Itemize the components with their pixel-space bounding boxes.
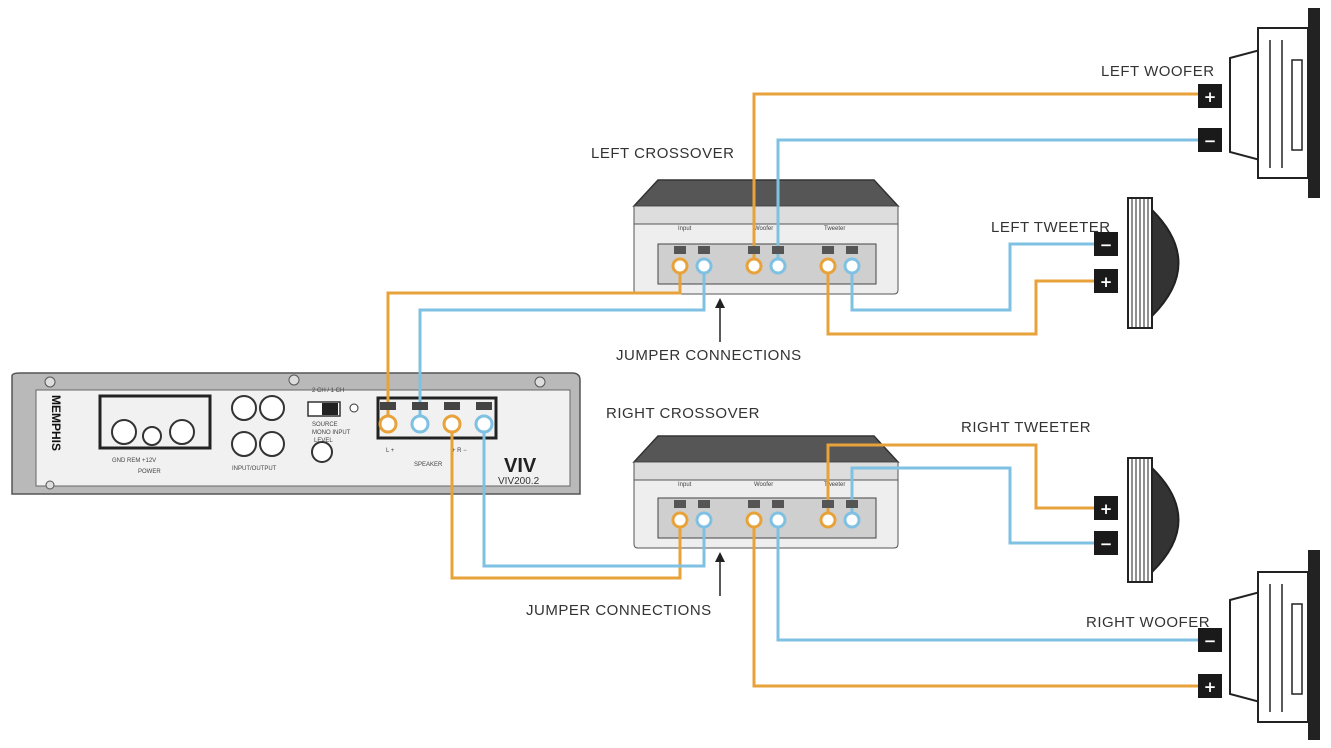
- amp-power-caption: GND REM +12V: [112, 458, 156, 464]
- label-left-crossover: LEFT CROSSOVER: [591, 145, 734, 162]
- amp-left-marks: L +: [386, 448, 395, 454]
- amp-speaker-label: SPEAKER: [414, 462, 443, 468]
- svg-text:−: −: [1100, 535, 1113, 553]
- amplifier: MEMPHIS GND REM +12V POWER INPUT/OUTPUT …: [11, 372, 581, 495]
- amp-power-label: POWER: [138, 469, 161, 475]
- terminal-left-woofer-plus: +: [1198, 84, 1222, 108]
- rx-woofer-label: Woofer: [754, 482, 773, 488]
- svg-text:+: +: [1204, 678, 1217, 696]
- amp-switch-top: 2 CH / 1 CH: [312, 388, 344, 394]
- amp-switch-mid: SOURCE: [312, 422, 338, 428]
- svg-text:−: −: [1100, 236, 1113, 254]
- amp-switch-bottom: MONO INPUT: [312, 430, 351, 436]
- wire-amp-left-negative: [418, 266, 706, 420]
- jumper-arrow-bottom: [715, 552, 725, 596]
- lx-woofer-label: Woofer: [754, 226, 773, 232]
- wire-right-tweeter-positive: [826, 443, 1094, 520]
- left-crossover-jacks: [671, 246, 861, 275]
- label-right-tweeter: RIGHT TWEETER: [961, 419, 1091, 436]
- right-crossover-jacks: [671, 500, 861, 529]
- terminal-right-tweeter-plus: +: [1094, 496, 1118, 520]
- svg-text:+: +: [1204, 88, 1217, 106]
- label-jumper-top: JUMPER CONNECTIONS: [616, 347, 802, 364]
- terminal-left-tweeter-plus: +: [1094, 269, 1118, 293]
- wire-left-woofer-positive: [752, 92, 1198, 266]
- label-right-woofer: RIGHT WOOFER: [1086, 614, 1210, 631]
- label-jumper-bottom: JUMPER CONNECTIONS: [526, 602, 712, 619]
- terminal-right-woofer-minus: −: [1198, 628, 1222, 652]
- amp-right-marks: + R −: [452, 448, 467, 454]
- lx-input-label: Input: [678, 226, 692, 232]
- wire-right-woofer-positive: [752, 520, 1198, 688]
- wire-amp-left-positive: [386, 266, 682, 420]
- lx-tweeter-label: Tweeter: [824, 226, 845, 232]
- wire-left-tweeter-negative: [850, 242, 1094, 312]
- rx-tweeter-label: Tweeter: [824, 482, 845, 488]
- wires: [386, 92, 1198, 688]
- rx-input-label: Input: [678, 482, 692, 488]
- amp-model: VIV200.2: [498, 476, 540, 487]
- right-woofer: [1229, 550, 1320, 740]
- label-right-crossover: RIGHT CROSSOVER: [606, 405, 760, 422]
- left-crossover: Input Woofer Tweeter: [632, 179, 900, 295]
- jumper-arrow-top: [715, 298, 725, 342]
- wire-left-tweeter-positive: [826, 266, 1094, 336]
- terminal-right-tweeter-minus: −: [1094, 531, 1118, 555]
- terminal-left-tweeter-minus: −: [1094, 232, 1118, 256]
- wire-right-woofer-negative: [776, 520, 1198, 642]
- wire-amp-right-negative: [482, 420, 706, 568]
- terminal-right-woofer-plus: +: [1198, 674, 1222, 698]
- left-tweeter: [1127, 197, 1180, 329]
- wire-amp-right-positive: [450, 420, 682, 580]
- right-tweeter: [1127, 457, 1180, 583]
- left-woofer: [1229, 8, 1320, 198]
- right-crossover: Input Woofer Tweeter: [632, 435, 900, 549]
- wire-left-woofer-negative: [776, 138, 1198, 266]
- amp-brand: MEMPHIS: [49, 395, 63, 451]
- svg-text:+: +: [1100, 273, 1113, 291]
- amp-speaker-jacks: [378, 402, 494, 434]
- terminal-left-woofer-minus: −: [1198, 128, 1222, 152]
- amp-model-logo: VIV: [504, 455, 537, 477]
- wire-right-tweeter-negative: [850, 466, 1094, 545]
- svg-text:−: −: [1204, 132, 1217, 150]
- label-left-woofer: LEFT WOOFER: [1101, 63, 1215, 80]
- label-left-tweeter: LEFT TWEETER: [991, 219, 1111, 236]
- amp-input-label: INPUT/OUTPUT: [232, 466, 277, 472]
- svg-text:+: +: [1100, 500, 1113, 518]
- svg-text:−: −: [1204, 632, 1217, 650]
- amp-level-label: LEVEL: [314, 438, 333, 444]
